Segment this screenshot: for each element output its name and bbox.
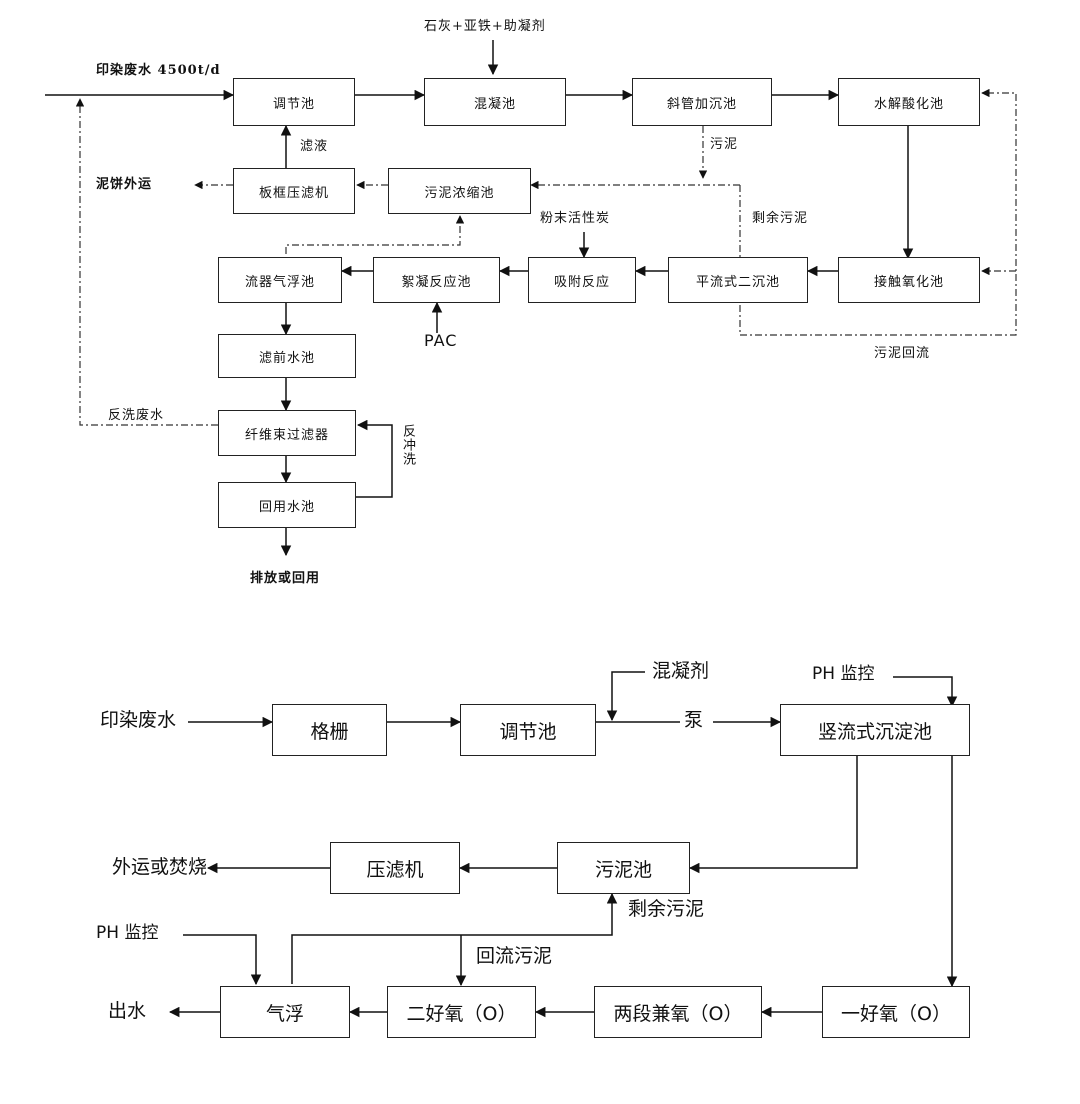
arrow-shuliu-to-wuni (688, 752, 858, 874)
box-xieguan: 斜管加沉池 (632, 78, 772, 126)
arrow-ph1 (893, 676, 958, 708)
scum-to-wunong (285, 215, 465, 254)
box-wunong: 污泥浓缩池 (388, 168, 531, 214)
label-outflow: 出水 (108, 1000, 147, 1022)
box-xianwei: 纤维束过滤器 (218, 410, 356, 456)
box-yihao: 一好氧（O） (822, 986, 970, 1038)
arrow-backwash-loop (356, 419, 393, 498)
arrow-coagulant (606, 671, 645, 722)
box-qifu: 气浮 (220, 986, 350, 1038)
label-backwash-waste: 反洗废水 (108, 408, 165, 423)
label-pump: 泵 (684, 709, 704, 731)
box-xifu: 吸附反应 (528, 257, 636, 303)
box-jiechu: 接触氧化池 (838, 257, 980, 303)
box-xuning: 絮凝反应池 (373, 257, 500, 303)
label-inflow: 印染废水 4500t/d (96, 63, 221, 78)
label-discharge: 排放或回用 (250, 571, 321, 586)
arrow-qifu-to-wuni (291, 892, 618, 984)
label-sludge: 污泥 (710, 137, 739, 152)
box-shuliu: 竖流式沉淀池 (780, 704, 970, 756)
box-lvqian: 滤前水池 (218, 334, 356, 378)
arrow-ph2 (183, 934, 262, 986)
box-wuni: 污泥池 (557, 842, 690, 894)
box-huiyong: 回用水池 (218, 482, 356, 528)
label-return: 污泥回流 (874, 346, 931, 361)
label-excess2: 剩余污泥 (628, 898, 705, 920)
box-pingliu: 平流式二沉池 (668, 257, 808, 303)
box-shuijie: 水解酸化池 (838, 78, 980, 126)
box-liangduan: 两段兼氧（O） (594, 986, 762, 1038)
label-ph1: PH 监控 (812, 664, 875, 684)
label-inflow2: 印染废水 (100, 709, 177, 731)
backwash-waste-return (75, 98, 218, 426)
box-tiaojie: 调节池 (233, 78, 355, 126)
label-cake: 泥饼外运 (96, 177, 153, 192)
label-excess: 剩余污泥 (752, 211, 809, 226)
box-tiaojie2: 调节池 (460, 704, 596, 756)
box-erhao: 二好氧（O） (387, 986, 536, 1038)
box-banjia: 板框压滤机 (233, 168, 355, 214)
box-geshan: 格栅 (272, 704, 387, 756)
label-reagents: 石灰+亚铁+助凝剂 (424, 19, 546, 34)
label-return2: 回流污泥 (476, 945, 553, 967)
box-yalv: 压滤机 (330, 842, 460, 894)
label-backwash: 反冲洗 (400, 424, 415, 466)
label-filtrate: 滤液 (300, 139, 329, 154)
box-liuqi: 流器气浮池 (218, 257, 342, 303)
label-pac: PAC (424, 331, 458, 350)
label-ph2: PH 监控 (96, 923, 159, 943)
label-disposal: 外运或焚烧 (112, 856, 208, 878)
label-pac-powder: 粉末活性炭 (540, 211, 611, 226)
box-hunning: 混凝池 (424, 78, 566, 126)
label-coagulant: 混凝剂 (652, 660, 710, 682)
